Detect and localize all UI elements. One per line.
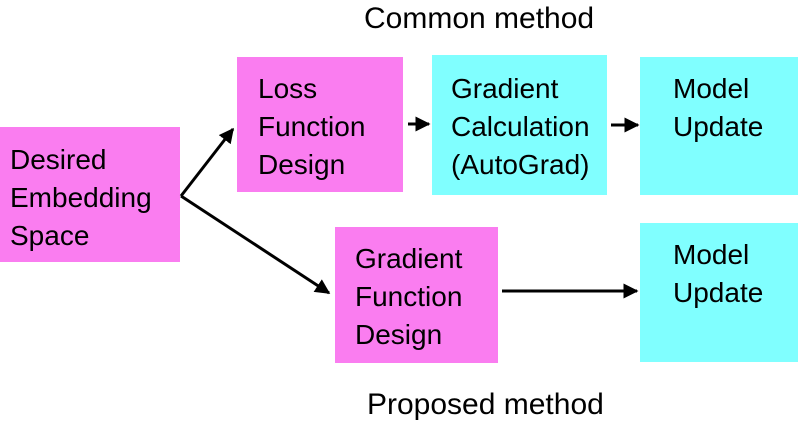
- model-update-top-box: Model Update: [640, 57, 798, 195]
- arrow-desired-to-gradient-function: [180, 194, 331, 295]
- loss-function-design-box: Loss Function Design: [237, 57, 403, 192]
- desired-embedding-space-box: Desired Embedding Space: [0, 127, 180, 262]
- gradient-function-design-box: Gradient Function Design: [335, 227, 498, 363]
- model-update-bottom-box: Model Update: [640, 223, 798, 362]
- arrow-desired-to-loss: [179, 127, 235, 197]
- proposed-method-title: Proposed method: [367, 388, 604, 421]
- gradient-calculation-autograd-box: Gradient Calculation (AutoGrad): [432, 55, 607, 195]
- common-method-title: Common method: [364, 2, 595, 35]
